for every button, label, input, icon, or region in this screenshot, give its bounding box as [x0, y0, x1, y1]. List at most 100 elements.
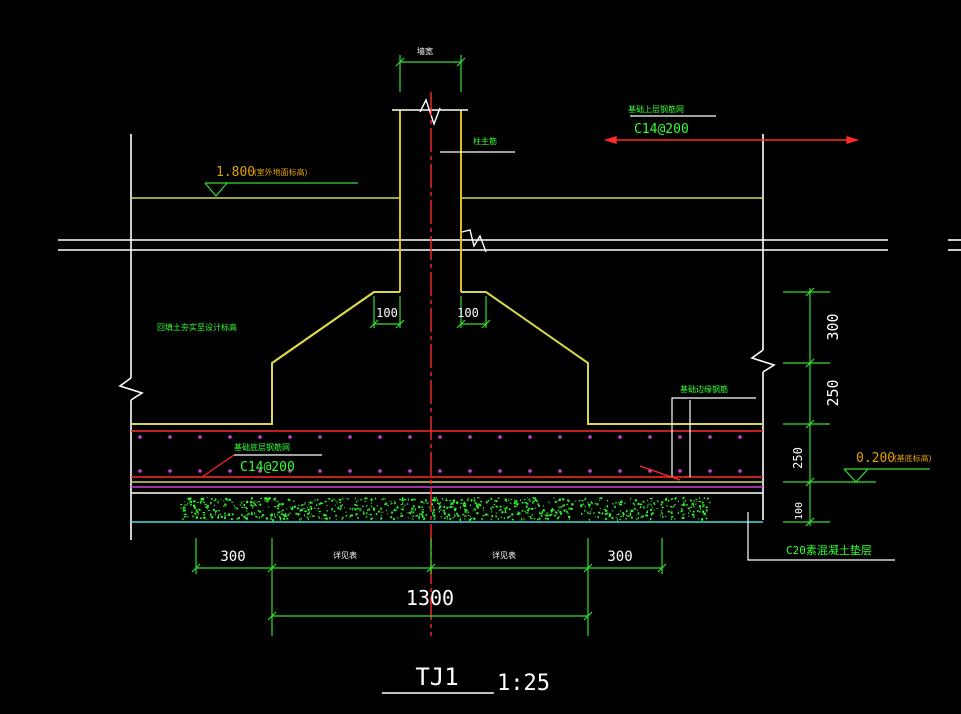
cushion-hatch-dot: [687, 507, 690, 509]
cushion-hatch-dot: [218, 514, 220, 517]
cushion-hatch-dot: [617, 518, 618, 521]
cushion-hatch-dot: [469, 515, 471, 517]
cushion-hatch-dot: [397, 517, 399, 519]
cushion-hatch-dot: [284, 512, 286, 516]
cushion-hatch-dot: [452, 506, 455, 508]
cushion-hatch-dot: [225, 497, 228, 500]
cushion-hatch-dot: [250, 504, 253, 507]
cushion-hatch-dot: [278, 511, 281, 513]
cushion-hatch-dot: [586, 511, 589, 514]
cushion-hatch-dot: [415, 515, 418, 517]
cushion-hatch-dot: [483, 507, 484, 509]
cushion-hatch-dot: [637, 517, 639, 519]
cushion-hatch-dot: [310, 507, 313, 509]
cushion-hatch-dot: [195, 509, 198, 512]
cushion-hatch-dot: [227, 514, 230, 516]
cushion-hatch-dot: [433, 518, 436, 520]
cushion-hatch-dot: [392, 510, 395, 512]
cushion-hatch-dot: [476, 512, 479, 515]
cushion-hatch-dot: [339, 508, 342, 510]
cushion-hatch-dot: [273, 513, 276, 516]
cushion-hatch-dot: [664, 498, 668, 501]
cushion-hatch-dot: [459, 517, 461, 520]
cushion-hatch-dot: [211, 498, 213, 500]
cushion-hatch-dot: [666, 497, 668, 499]
cushion-hatch-dot: [210, 512, 212, 515]
cushion-hatch-dot: [402, 499, 404, 502]
rebar-dot: [528, 469, 532, 473]
cushion-hatch-dot: [264, 500, 266, 502]
cushion-hatch-dot: [526, 502, 529, 505]
cushion-hatch-dot: [469, 504, 471, 507]
cushion-hatch-dot: [402, 506, 404, 508]
cushion-hatch-dot: [660, 512, 663, 514]
rebar-dot: [558, 469, 562, 473]
top-rebar-arrow: [603, 136, 860, 144]
dim-half-right: 详见表: [492, 550, 516, 560]
cushion-hatch-dot: [508, 508, 511, 511]
cushion-hatch-dot: [680, 510, 683, 513]
dim-total: 1300: [406, 586, 454, 610]
rebar-dot: [168, 435, 172, 439]
cushion-hatch-dot: [524, 501, 527, 504]
cushion-hatch-dot: [199, 517, 202, 519]
cushion-hatch-dot: [661, 513, 663, 515]
cushion-hatch-dot: [296, 507, 300, 509]
cushion-hatch-dot: [571, 503, 574, 506]
cushion-hatch-dot: [360, 499, 363, 501]
cushion-hatch-dot: [450, 506, 453, 509]
cushion-hatch-dot: [445, 498, 447, 500]
cushion-hatch-dot: [650, 508, 653, 511]
cushion-hatch-dot: [440, 502, 441, 504]
bottom-dimension-chain: [191, 538, 667, 636]
cushion-hatch-dot: [210, 502, 212, 505]
cushion-hatch-dot: [271, 514, 273, 517]
cushion-hatch-dot: [620, 515, 622, 517]
cushion-hatch-dot: [464, 508, 467, 511]
cushion-hatch-dot: [223, 505, 225, 507]
cushion-hatch-dot: [671, 506, 674, 508]
cushion-hatch-dot: [274, 516, 277, 518]
cushion-hatch-dot: [605, 509, 608, 512]
rebar-dot: [498, 469, 502, 473]
cushion-hatch-dot: [210, 501, 212, 503]
cushion-hatch-dot: [250, 497, 253, 500]
cushion-hatch-dot: [537, 503, 540, 505]
cushion-hatch-dot: [407, 517, 409, 519]
cushion-hatch-dot: [588, 506, 591, 508]
cushion-hatch-dot: [438, 510, 440, 513]
cushion-hatch-dot: [480, 501, 483, 503]
rebar-dot: [498, 435, 502, 439]
cushion-hatch-dot: [682, 509, 684, 511]
cushion-hatch-dot: [526, 497, 528, 499]
column-width-dimension: [395, 55, 466, 92]
cushion-hatch-dot: [309, 501, 312, 505]
cushion-hatch-dot: [309, 506, 312, 507]
cushion-hatch-dot: [231, 501, 234, 503]
cushion-hatch-dot: [551, 509, 554, 512]
cushion-hatch-dot: [297, 513, 300, 516]
cushion-hatch-dot: [278, 515, 281, 518]
offset-dimension-right: [456, 296, 491, 329]
cushion-hatch-dot: [630, 516, 633, 519]
cushion-hatch-dot: [337, 506, 339, 509]
dim-300-bottom-right: 300: [607, 549, 632, 565]
cushion-hatch-dot: [241, 513, 243, 516]
cushion-hatch-dot: [614, 502, 617, 504]
cushion-hatch-dot: [418, 517, 420, 520]
cushion-hatch-dot: [483, 509, 485, 511]
cushion-hatch-dot: [590, 501, 593, 504]
cushion-hatch-dot: [692, 506, 695, 508]
cushion-hatch-dot: [477, 497, 480, 499]
cushion-hatch-dot: [546, 518, 549, 520]
cushion-hatch-dot: [567, 499, 570, 502]
cushion-hatch-dot: [183, 513, 186, 516]
cushion-hatch-dot: [574, 500, 577, 502]
cushion-hatch-dot: [279, 517, 282, 519]
cushion-hatch-dot: [562, 504, 565, 507]
cushion-hatch-dot: [425, 514, 427, 516]
cushion-hatch-dot: [650, 504, 652, 506]
cushion-hatch-dot: [548, 515, 550, 517]
cushion-hatch-dot: [223, 500, 225, 502]
cushion-hatch-dot: [233, 504, 235, 507]
